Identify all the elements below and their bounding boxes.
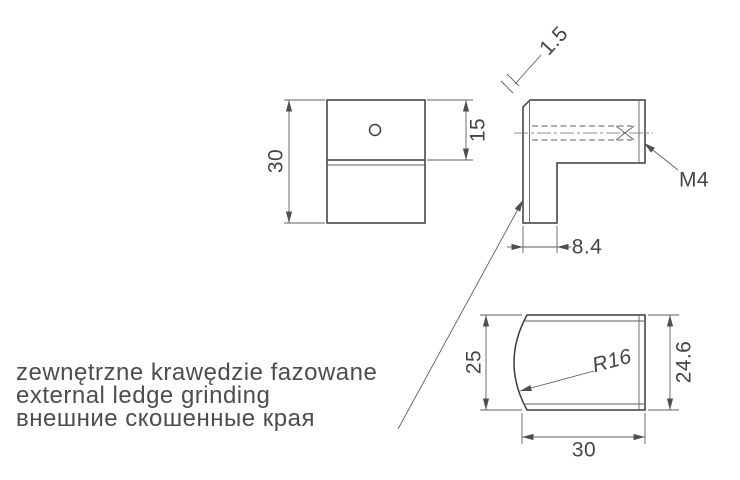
note-leader-line [397,199,524,430]
thread-callout: M4 [643,142,709,192]
dim-body-width: 30 [521,413,646,462]
dim-label-body-width: 30 [572,439,596,462]
radius-leader-line [519,370,595,392]
dim-label-front-top: 15 [467,118,490,142]
dim-front-height: 30 [265,99,325,224]
dim-ledge-width: 8.4 [507,226,602,259]
note-line-russian: внешние скошенные края [16,405,315,432]
bottom-view [513,314,646,411]
dim-label-front-height: 30 [265,149,288,173]
chamfer-tick-1 [500,80,514,94]
note-line-english: external ledge grinding [16,382,270,409]
thread-leader-line [643,142,679,171]
radius-callout: R16 [519,345,634,392]
chamfer-leader-line [514,54,542,85]
chamfer-tick-2 [506,73,520,87]
front-view-body [326,99,426,224]
dim-label-thread: M4 [679,169,709,192]
dim-label-ledge-width: 8.4 [572,236,602,259]
note-block: zewnętrzne krawędzie fazowane external l… [16,199,524,432]
bottom-view-body [513,314,646,411]
dim-label-radius: R16 [590,345,634,378]
side-view-profile [522,99,646,224]
dim-label-side-height: 25 [463,350,486,374]
side-view [514,99,653,224]
front-view [326,99,426,224]
front-view-screw-hole [368,123,382,137]
dim-chamfer: 1.5 [500,22,573,94]
dim-body-height: 24.6 [648,314,696,411]
dim-label-body-height: 24.6 [673,341,696,383]
note-line-polish: zewnętrzne krawędzie fazowane [16,359,377,386]
dim-label-chamfer: 1.5 [535,22,573,60]
dim-side-height: 25 [463,314,522,411]
dim-front-top-height: 15 [427,99,490,161]
